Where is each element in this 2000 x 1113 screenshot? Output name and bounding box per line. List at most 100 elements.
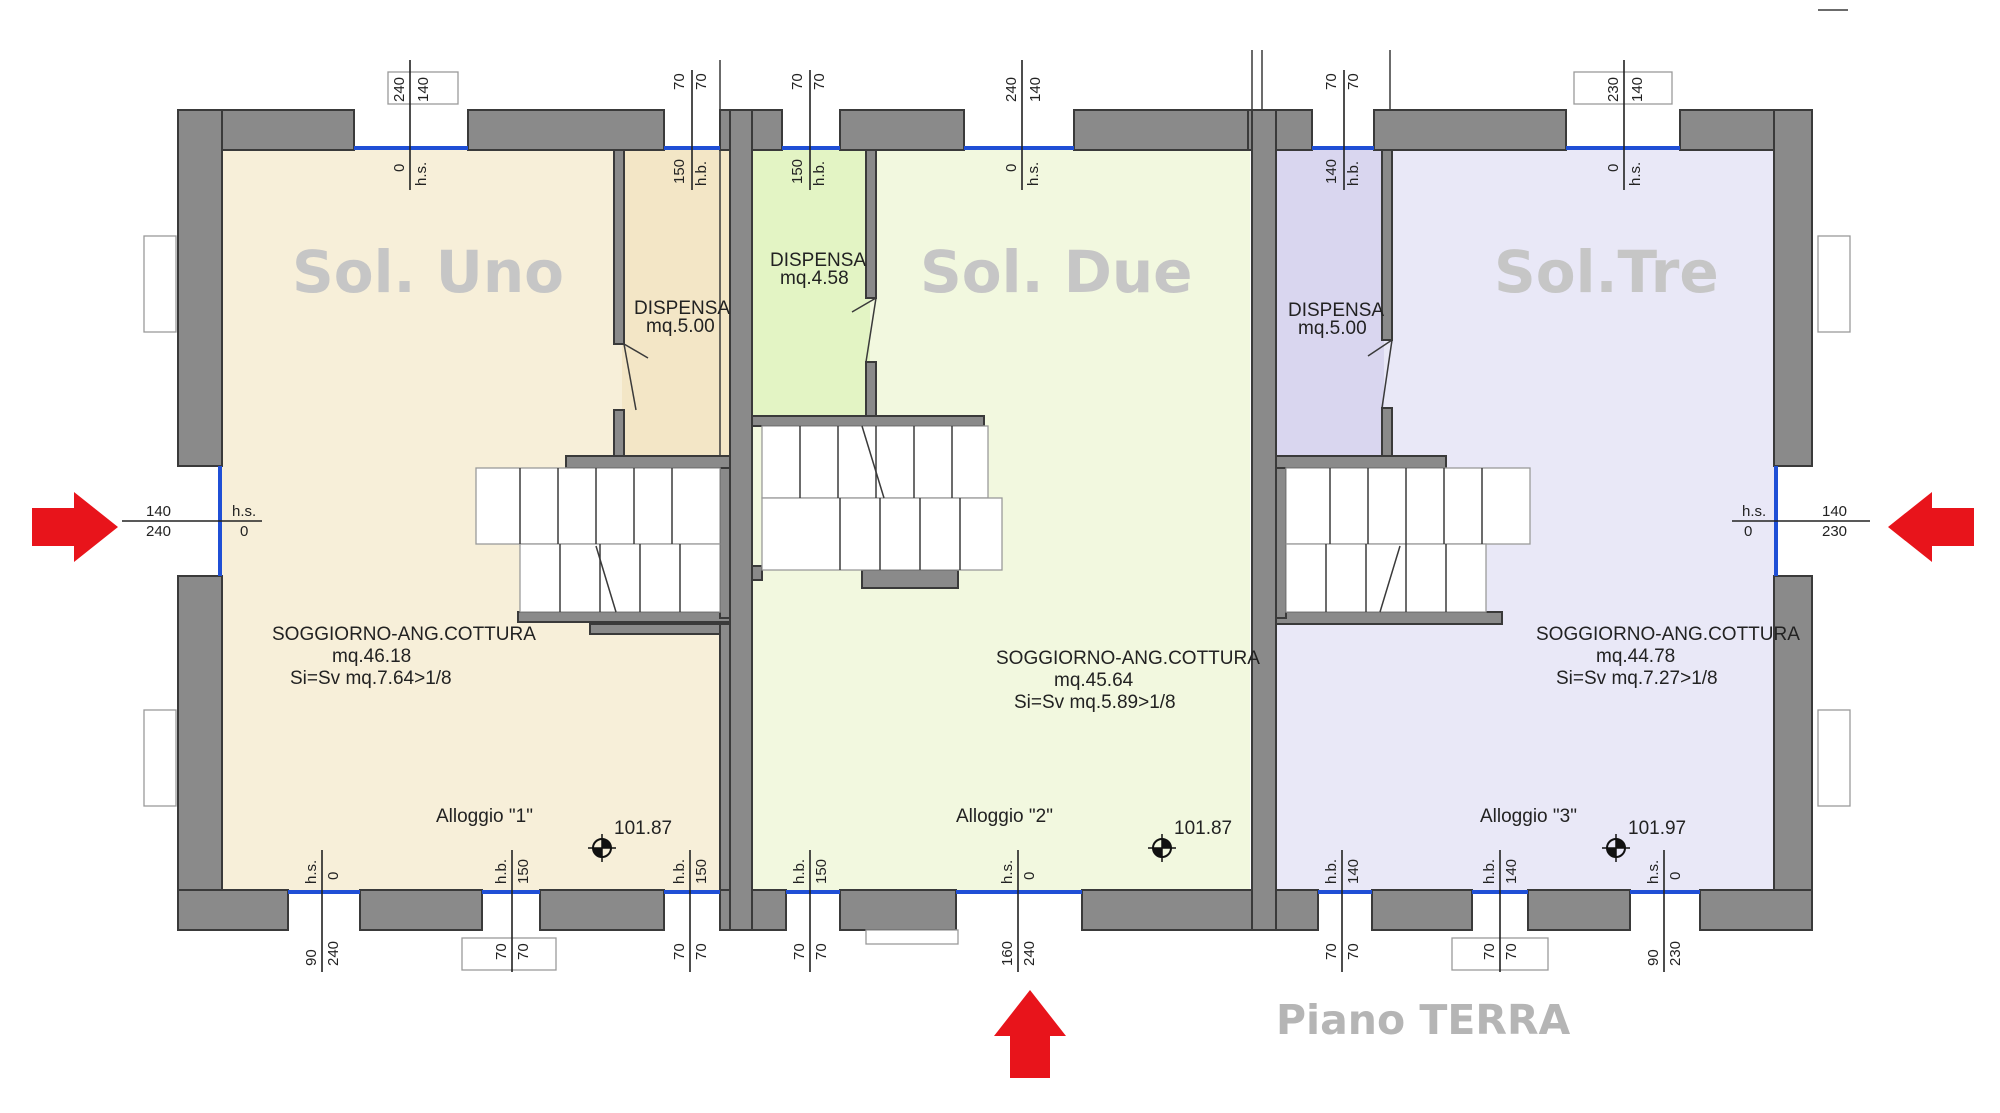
dim-bot-6: 140 <box>1345 859 1362 884</box>
hb-bot-5: h.b. <box>1481 859 1498 884</box>
dim-left-3: 0 <box>240 523 248 540</box>
unit-3-living-area: mq.44.78 <box>1596 646 1675 667</box>
unit-3-ratio: Si=Sv mq.7.27>1/8 <box>1556 668 1718 689</box>
unit-1-ratio: Si=Sv mq.7.64>1/8 <box>290 668 452 689</box>
dim-top-10: 140 <box>1027 77 1044 102</box>
unit-1-dwelling: Alloggio "1" <box>436 806 533 827</box>
dim-bot-16: 70 <box>813 943 830 960</box>
dim-bot-4: 150 <box>813 859 830 884</box>
hb-top-2: h.b. <box>811 161 828 186</box>
unit-3-dwelling: Alloggio "3" <box>1480 806 1577 827</box>
dim-bot-22: 70 <box>1503 943 1520 960</box>
dim-bot-11: 70 <box>493 943 510 960</box>
unit-2-title: Sol. Due <box>920 238 1193 306</box>
unit-3-pantry-label: DISPENSA <box>1288 300 1384 321</box>
unit-3-title: Sol.Tre <box>1494 238 1719 306</box>
dim-bot-17: 160 <box>999 941 1016 966</box>
hs-bot-2: h.s. <box>999 860 1016 884</box>
floor-title: Piano TERRA <box>1276 996 1571 1044</box>
unit-1-elevation: 101.87 <box>614 818 672 839</box>
dim-top-14: 70 <box>1323 73 1340 90</box>
dim-bot-18: 240 <box>1021 941 1038 966</box>
dim-bot-20: 70 <box>1345 943 1362 960</box>
unit-1-pantry-area: mq.5.00 <box>646 316 715 337</box>
dim-top-7: 70 <box>811 73 828 90</box>
hs-top-2: h.s. <box>1025 162 1042 186</box>
dim-right-1: 140 <box>1822 503 1847 520</box>
party-walls <box>719 50 1391 931</box>
stairs-unit-2 <box>761 425 1003 571</box>
dim-bot-21: 70 <box>1481 943 1498 960</box>
unit-3-elevation: 101.97 <box>1628 818 1686 839</box>
unit-1-pantry-label: DISPENSA <box>634 298 730 319</box>
unit-2-living-area: mq.45.64 <box>1054 670 1134 691</box>
dim-bot-3: 150 <box>693 859 710 884</box>
dim-bot-1: 0 <box>325 872 342 880</box>
dimension-labels-side: 140 240 h.s. 0 h.s. 0 140 230 <box>146 503 1847 540</box>
dim-bot-10: 240 <box>325 941 342 966</box>
dim-top-3: 0 <box>391 164 408 172</box>
dim-right-3: 0 <box>1744 523 1752 540</box>
dim-top-12: 0 <box>1003 164 1020 172</box>
dim-left-2: 240 <box>146 523 171 540</box>
unit-2-pantry-label: DISPENSA <box>770 250 866 271</box>
hs-top-3: h.s. <box>1627 162 1644 186</box>
unit-1-living-area: mq.46.18 <box>332 646 411 667</box>
dim-top-11: 240 <box>1003 77 1020 102</box>
unit-2-dwelling: Alloggio "2" <box>956 806 1053 827</box>
dim-right-2: 230 <box>1822 523 1847 540</box>
dim-bot-5: 0 <box>1021 872 1038 880</box>
entrance-arrow-right-icon <box>1888 492 1974 562</box>
dim-bot-24: 230 <box>1667 941 1684 966</box>
dim-bot-13: 70 <box>671 943 688 960</box>
dim-top-2: 240 <box>391 77 408 102</box>
hb-bot-4: h.b. <box>1323 859 1340 884</box>
dim-bot-23: 90 <box>1645 949 1662 966</box>
door-swings <box>623 297 1393 411</box>
elevation-marker-2 <box>1148 834 1176 862</box>
unit-1-pantry-area <box>622 150 730 460</box>
dim-top-8: 70 <box>789 73 806 90</box>
dim-bot-9: 90 <box>303 949 320 966</box>
dim-top-4: 70 <box>693 73 710 90</box>
dim-top-9: 150 <box>789 159 806 184</box>
unit-3-living-label: SOGGIORNO-ANG.COTTURA <box>1536 624 1800 645</box>
dim-bot-8: 0 <box>1667 872 1684 880</box>
hb-bot-2: h.b. <box>671 859 688 884</box>
dim-top-6: 150 <box>671 159 688 184</box>
dim-bot-19: 70 <box>1323 943 1340 960</box>
hs-bot-1: h.s. <box>303 860 320 884</box>
dim-bot-2: 150 <box>515 859 532 884</box>
hs-top-1: h.s. <box>413 162 430 186</box>
entrance-arrow-bottom-icon <box>994 990 1066 1078</box>
unit-1-living-label: SOGGIORNO-ANG.COTTURA <box>272 624 536 645</box>
unit-2-ratio: Si=Sv mq.5.89>1/8 <box>1014 692 1176 713</box>
elevation-marker-1 <box>588 834 616 862</box>
dim-bot-15: 70 <box>791 943 808 960</box>
elevation-marker-3 <box>1602 834 1630 862</box>
hs-right: h.s. <box>1742 503 1766 520</box>
dim-top-13: 70 <box>1345 73 1362 90</box>
hb-bot-3: h.b. <box>791 859 808 884</box>
stairs-unit-3 <box>1285 467 1531 613</box>
entrance-arrow-left-icon <box>32 492 118 562</box>
dim-bot-12: 70 <box>515 943 532 960</box>
unit-1-title: Sol. Uno <box>292 238 564 306</box>
unit-2-living-label: SOGGIORNO-ANG.COTTURA <box>996 648 1260 669</box>
unit-2-pantry-area <box>752 150 870 418</box>
dim-bot-7: 140 <box>1503 859 1520 884</box>
unit-3-pantry-area: mq.5.00 <box>1298 318 1367 339</box>
dim-left-1: 140 <box>146 503 171 520</box>
dim-top-5: 70 <box>671 73 688 90</box>
hs-bot-3: h.s. <box>1645 860 1662 884</box>
dim-top-16: 140 <box>1629 77 1646 102</box>
unit-3-pantry-area <box>1276 150 1384 460</box>
dim-top-15: 140 <box>1323 159 1340 184</box>
dim-bot-14: 70 <box>693 943 710 960</box>
dim-top-17: 230 <box>1605 77 1622 102</box>
hb-bot-1: h.b. <box>493 859 510 884</box>
dimension-labels-top: 140 240 0 h.s. 70 70 150 h.b. 70 70 150 … <box>391 73 1646 186</box>
dimension-labels-bottom: h.s. 0 h.b. 150 h.b. 150 h.b. 150 h.s. 0… <box>303 859 1684 966</box>
hb-top-3: h.b. <box>1345 161 1362 186</box>
